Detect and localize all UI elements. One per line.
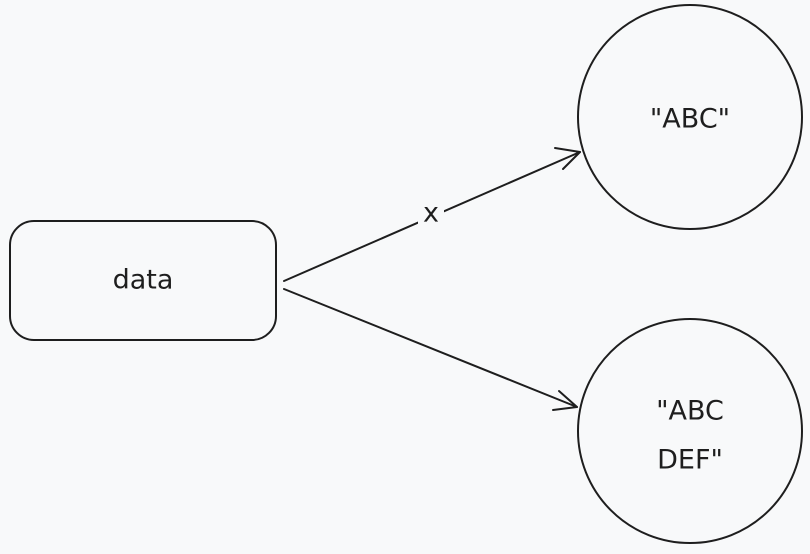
data-node-box	[9, 220, 277, 341]
edge-data-to-top-label: x	[423, 198, 439, 229]
edge-data-to-bottom[interactable]	[283, 288, 578, 411]
data-node-label: data	[113, 265, 174, 296]
edge-data-to-top[interactable]: x	[283, 147, 581, 282]
edge-label-background	[418, 203, 444, 229]
edge-data-to-bottom-arrowhead	[552, 390, 578, 411]
edge-data-to-top-arrowhead	[554, 147, 581, 170]
bottom-node[interactable]: "ABC DEF"	[577, 318, 803, 544]
data-node[interactable]: data	[9, 220, 277, 341]
top-node[interactable]: "ABC"	[577, 4, 803, 230]
top-node-label: "ABC"	[650, 104, 730, 135]
top-node-circle	[577, 4, 803, 230]
bottom-node-label-line1: "ABC	[656, 396, 724, 427]
bottom-node-circle	[577, 318, 803, 544]
edge-data-to-bottom-line	[283, 288, 578, 408]
bottom-node-label-line2: DEF"	[657, 445, 723, 476]
